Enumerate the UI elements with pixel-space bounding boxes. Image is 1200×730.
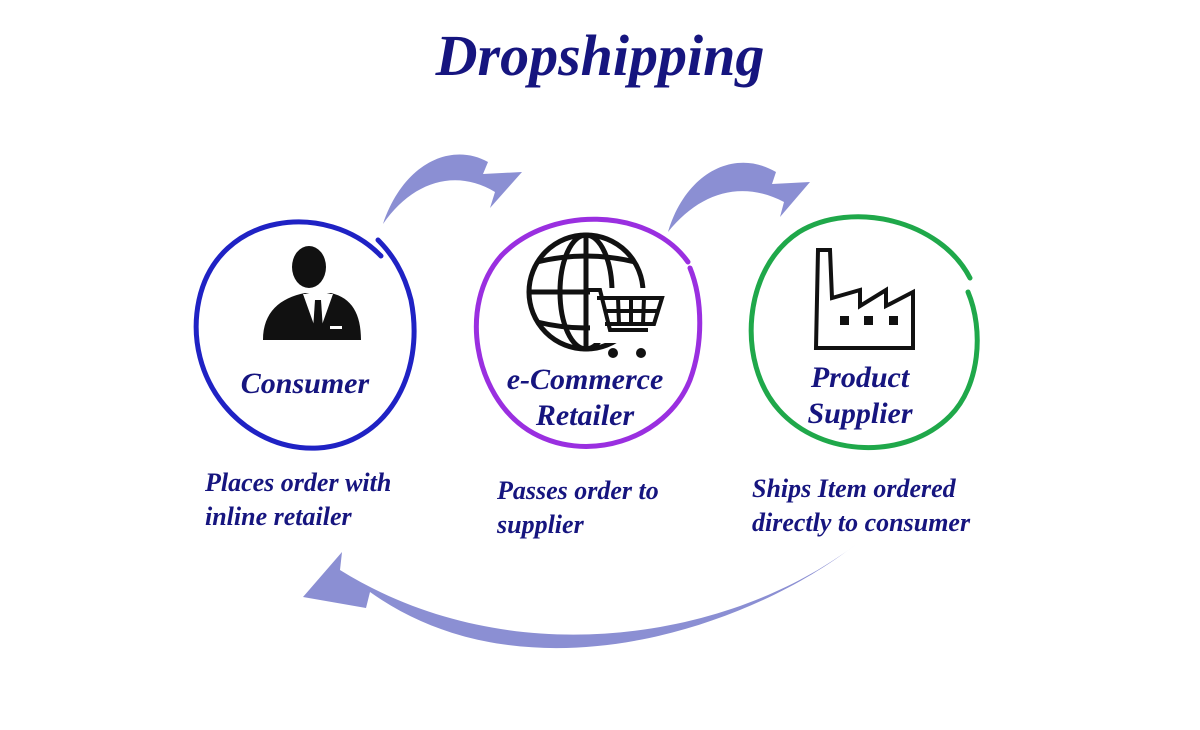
diagram-title: Dropshipping: [435, 23, 765, 88]
businessman-icon: [263, 246, 361, 340]
retailer-label-line: Retailer: [535, 399, 635, 432]
retailer-label-line: e-Commerce: [506, 363, 664, 396]
supplier-label-line: Product: [810, 361, 910, 394]
retailer-description-line: supplier: [497, 510, 584, 539]
consumer-ring: [193, 219, 417, 451]
arrow-consumer-to-retailer: [383, 154, 522, 224]
supplier-ring: [748, 214, 980, 451]
consumer-description-line: inline retailer: [205, 502, 352, 531]
consumer-label-line: Consumer: [240, 367, 370, 400]
supplier-description-line: directly to consumer: [752, 508, 971, 537]
supplier-label: Product Supplier: [760, 360, 960, 432]
consumer-description: Places order with inline retailer: [205, 466, 391, 534]
retailer-description-line: Passes order to: [497, 476, 659, 505]
factory-icon: [813, 248, 915, 350]
supplier-label-line: Supplier: [807, 397, 913, 430]
arrow-supplier-to-consumer: [303, 545, 855, 649]
consumer-description-line: Places order with: [205, 468, 392, 497]
supplier-description-line: Ships Item ordered: [752, 474, 956, 503]
retailer-label: e-Commerce Retailer: [480, 362, 690, 434]
supplier-description: Ships Item ordered directly to consumer: [752, 472, 970, 540]
arrow-retailer-to-supplier: [668, 162, 810, 232]
globe-cart-icon: [526, 232, 665, 358]
retailer-description: Passes order to supplier: [497, 474, 659, 542]
retailer-ring: [473, 216, 703, 449]
consumer-label: Consumer: [205, 366, 405, 402]
